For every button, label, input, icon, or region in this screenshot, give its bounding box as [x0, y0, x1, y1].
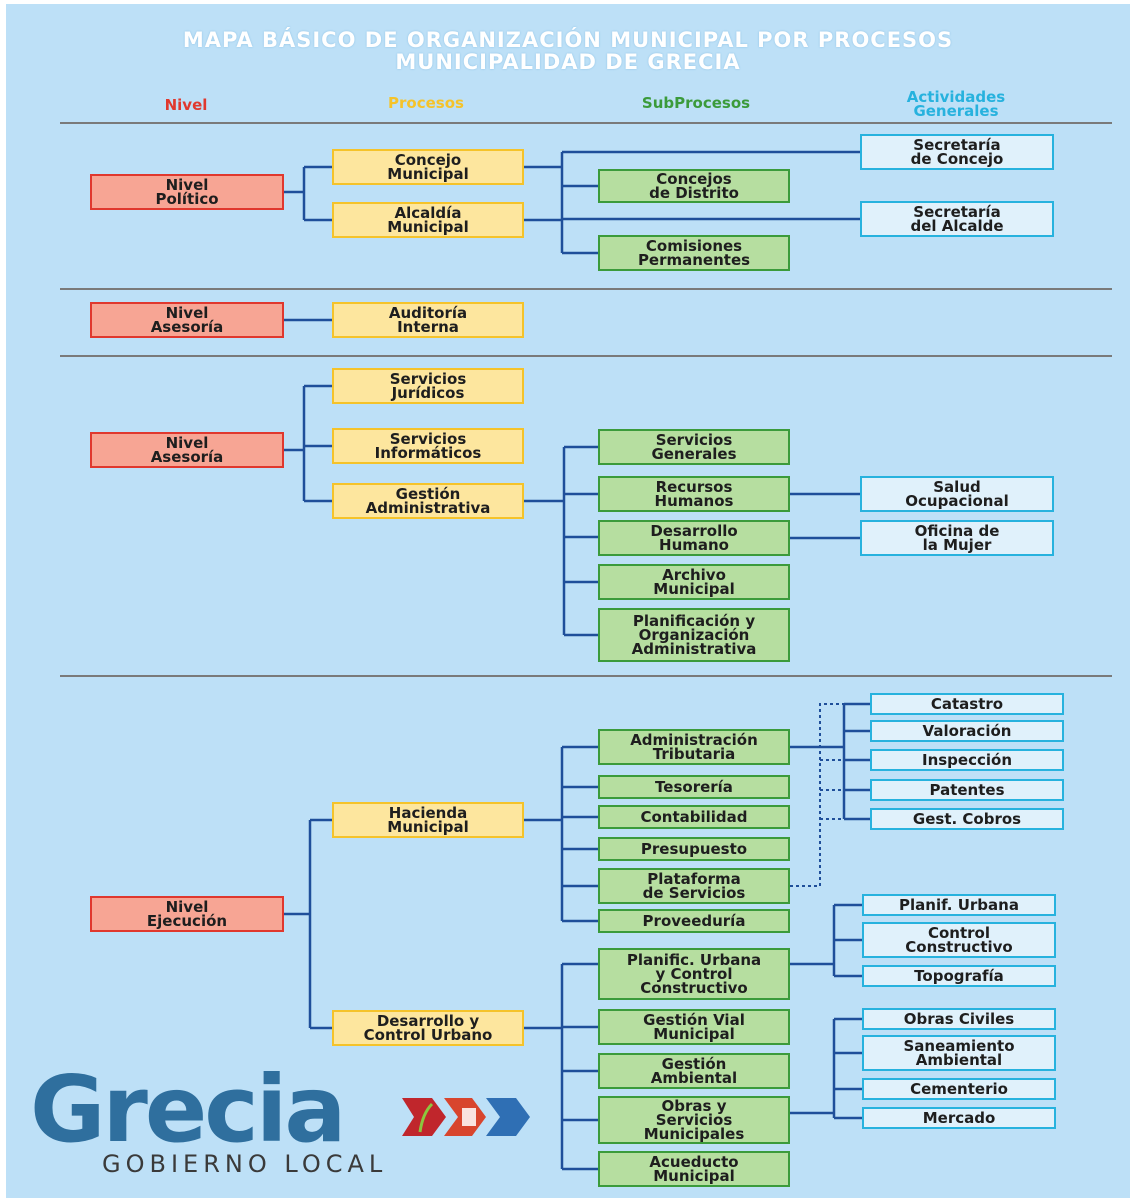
actividad-secretaria-concejo: Secretaría de Concejo	[860, 134, 1054, 170]
subproceso-obras-servicios: Obras y Servicios Municipales	[598, 1096, 790, 1144]
header-procesos: Procesos	[388, 94, 464, 112]
grecia-logo: Grecia GOBIERNO LOCAL	[30, 1056, 550, 1184]
actividad-inspeccion: Inspección	[870, 749, 1064, 771]
proceso-alcaldia-municipal: Alcaldía Municipal	[332, 202, 524, 238]
subproceso-planificacion-organizacion: Planificación y Organización Administrat…	[598, 608, 790, 662]
actividad-secretaria-alcalde: Secretaría del Alcalde	[860, 201, 1054, 237]
actividad-obras-civiles: Obras Civiles	[862, 1008, 1056, 1030]
actividad-topografia: Topografía	[862, 965, 1056, 987]
actividad-patentes: Patentes	[870, 779, 1064, 801]
subproceso-gestion-vial: Gestión Vial Municipal	[598, 1009, 790, 1045]
actividad-control-constructivo: Control Constructivo	[862, 922, 1056, 958]
proceso-servicios-juridicos: Servicios Jurídicos	[332, 368, 524, 404]
proceso-auditoria-interna: Auditoría Interna	[332, 302, 524, 338]
map-subtitle: MUNICIPALIDAD DE GRECIA	[395, 50, 741, 74]
subproceso-contabilidad: Contabilidad	[598, 805, 790, 829]
header-nivel: Nivel	[164, 96, 208, 114]
connector-lines	[282, 150, 870, 1171]
proceso-concejo-municipal: Concejo Municipal	[332, 149, 524, 185]
subproceso-administracion-tributaria: Administración Tributaria	[598, 729, 790, 765]
map-title: MAPA BÁSICO DE ORGANIZACIÓN MUNICIPAL PO…	[182, 28, 954, 52]
nivel-ejecucion-box: Nivel Ejecución	[90, 896, 284, 932]
subproceso-servicios-generales: Servicios Generales	[598, 429, 790, 465]
proceso-desarrollo-control-urbano: Desarrollo y Control Urbano	[332, 1010, 524, 1046]
separator-line	[60, 288, 1112, 290]
actividad-valoracion: Valoración	[870, 720, 1064, 742]
proceso-gestion-administrativa: Gestión Administrativa	[332, 483, 524, 519]
nivel-politico-box: Nivel Político	[90, 174, 284, 210]
subproceso-gestion-ambiental: Gestión Ambiental	[598, 1053, 790, 1089]
subproceso-planific-urbana: Planific. Urbana y Control Constructivo	[598, 948, 790, 1000]
logo-wordmark: Grecia	[30, 1056, 346, 1163]
proceso-hacienda-municipal: Hacienda Municipal	[332, 802, 524, 838]
actividad-salud-ocupacional: Salud Ocupacional	[860, 476, 1054, 512]
header-subprocesos: SubProcesos	[641, 94, 751, 112]
separator-line	[60, 675, 1112, 677]
separator-line	[60, 355, 1112, 357]
subproceso-presupuesto: Presupuesto	[598, 837, 790, 861]
actividad-saneamiento-ambiental: Saneamiento Ambiental	[862, 1035, 1056, 1071]
subproceso-archivo-municipal: Archivo Municipal	[598, 564, 790, 600]
subproceso-proveeduria: Proveeduría	[598, 909, 790, 933]
separator-line	[60, 122, 1112, 124]
subproceso-concejos-distrito: Concejos de Distrito	[598, 169, 790, 203]
subproceso-recursos-humanos: Recursos Humanos	[598, 476, 790, 512]
subproceso-comisiones-permanentes: Comisiones Permanentes	[598, 235, 790, 271]
subproceso-desarrollo-humano: Desarrollo Humano	[598, 520, 790, 556]
actividad-planif-urbana: Planif. Urbana	[862, 894, 1056, 916]
actividad-oficina-mujer: Oficina de la Mujer	[860, 520, 1054, 556]
header-actividades: Actividades Generales	[906, 88, 1006, 120]
subproceso-tesoreria: Tesorería	[598, 775, 790, 799]
logo-arrows-icon	[402, 1098, 530, 1136]
subproceso-plataforma-servicios: Plataforma de Servicios	[598, 868, 790, 904]
actividad-mercado: Mercado	[862, 1107, 1056, 1129]
actividad-gestion-cobros: Gest. Cobros	[870, 808, 1064, 830]
proceso-servicios-informaticos: Servicios Informáticos	[332, 428, 524, 464]
actividad-cementerio: Cementerio	[862, 1078, 1056, 1100]
org-map-canvas: MAPA BÁSICO DE ORGANIZACIÓN MUNICIPAL PO…	[6, 4, 1130, 1198]
logo-subtitle: GOBIERNO LOCAL	[102, 1150, 388, 1178]
actividad-catastro: Catastro	[870, 693, 1064, 715]
subproceso-acueducto-municipal: Acueducto Municipal	[598, 1151, 790, 1187]
nivel-asesoria-box: Nivel Asesoría	[90, 302, 284, 338]
nivel-asesoria-box: Nivel Asesoría	[90, 432, 284, 468]
